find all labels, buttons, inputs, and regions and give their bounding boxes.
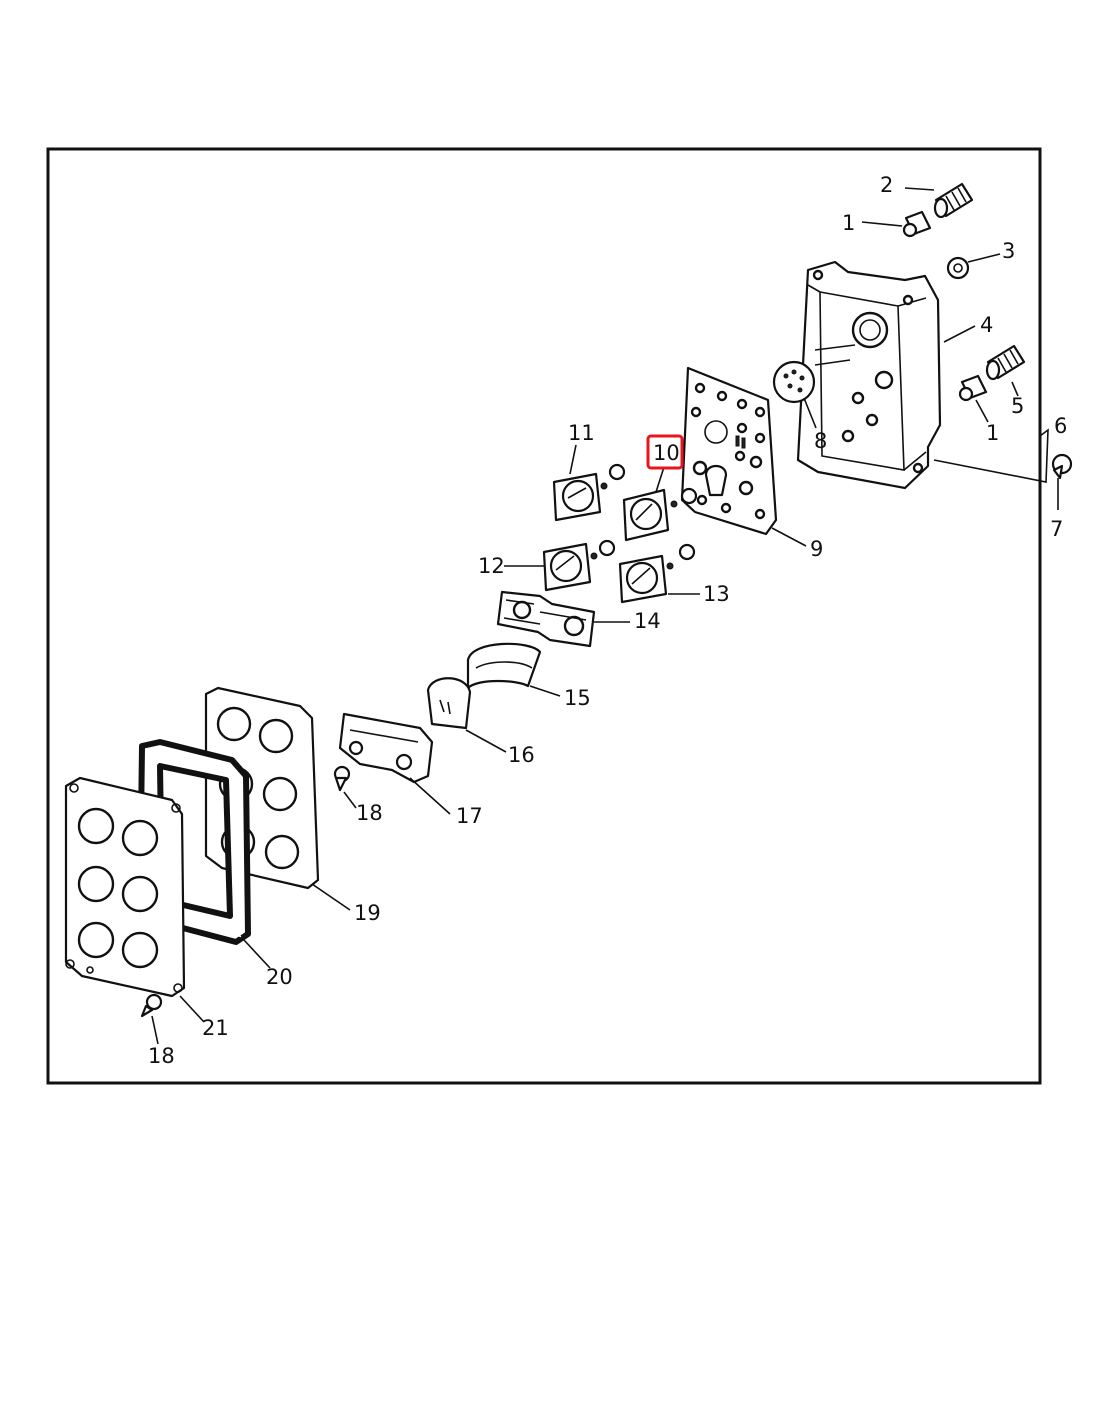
bracket-part-17 (338, 712, 434, 784)
nut-part-3 (946, 256, 970, 280)
callout-1-right: 1 (986, 421, 999, 445)
callout-9: 9 (810, 537, 823, 561)
circuit-board-part-9 (680, 366, 778, 536)
callout-8: 8 (814, 429, 827, 453)
bulb-holder-part-5 (985, 344, 1026, 381)
lens-part-16 (426, 677, 472, 730)
bezel-part-21 (64, 776, 186, 998)
callout-20: 20 (266, 965, 293, 989)
curved-cover-part-15 (466, 642, 542, 690)
leader-lines (151, 187, 1059, 1045)
bulb-part-1-top (902, 210, 932, 238)
gauge-part-10 (622, 487, 698, 542)
callout-5: 5 (1011, 394, 1024, 418)
callout-10-highlight (646, 434, 684, 470)
screw-part-18-bottom (140, 993, 163, 1018)
callout-1-top: 1 (842, 211, 855, 235)
callout-14: 14 (634, 609, 661, 633)
callout-21: 21 (202, 1016, 229, 1040)
screw-part-7 (1051, 453, 1073, 480)
diagram-frame (46, 147, 1042, 1085)
plate-part-19 (204, 686, 320, 890)
connector-part-8 (772, 360, 816, 404)
bulb-part-1-right (958, 374, 988, 402)
gasket-part-14 (496, 590, 596, 648)
callout-18-bottom: 18 (148, 1044, 175, 1068)
callout-13: 13 (703, 582, 730, 606)
callout-17: 17 (456, 804, 483, 828)
callout-11: 11 (568, 421, 595, 445)
callout-15: 15 (564, 686, 591, 710)
callout-19: 19 (354, 901, 381, 925)
gauge-part-13 (618, 543, 696, 604)
callout-18-mid: 18 (356, 801, 383, 825)
gauge-part-11 (552, 463, 626, 522)
gauge-part-12 (542, 539, 616, 592)
housing-part-4 (796, 260, 942, 490)
callout-12: 12 (478, 554, 505, 578)
callout-4: 4 (980, 313, 993, 337)
callout-10: 10 (653, 441, 680, 465)
callout-3: 3 (1002, 239, 1015, 263)
callout-16: 16 (508, 743, 535, 767)
callout-6: 6 (1054, 414, 1067, 438)
callout-2: 2 (880, 173, 893, 197)
callout-7: 7 (1050, 517, 1063, 541)
bulb-holder-part-2 (933, 182, 974, 219)
callout-labels: 1 2 3 4 5 1 6 7 8 9 10 11 12 13 14 15 16… (148, 173, 1067, 1068)
screw-part-18-mid (333, 765, 351, 792)
